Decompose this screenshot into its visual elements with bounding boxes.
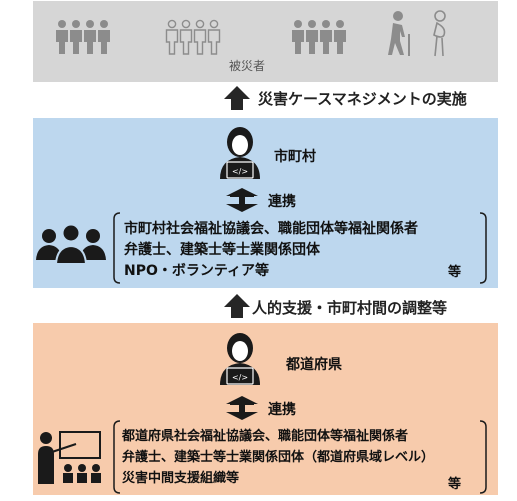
case-management-label: 災害ケースマネジメントの実施 <box>258 90 467 108</box>
up-arrow-icon <box>224 86 250 110</box>
municipality-list-item: 市町村社会福祉協議会、職能団体等福祉関係者 <box>124 221 418 237</box>
family-group-icon <box>292 20 346 54</box>
prefecture-list-item: 都道府県社会福祉協議会、職能団体等福祉関係者 <box>122 429 409 444</box>
prefecture-band <box>33 323 498 495</box>
prefecture-list-item: 弁護士、建築士等士業関係団体（都道府県域レベル） <box>122 450 435 465</box>
bidirectional-arrow-icon <box>226 188 258 212</box>
teacher-whiteboard-icon <box>38 431 101 484</box>
pregnant-woman-icon <box>433 10 446 57</box>
prefecture-label: 都道府県 <box>286 357 342 373</box>
family-group-icon <box>56 20 110 54</box>
personnel-support-label: 人的支援・市町村間の調整等 <box>252 299 448 317</box>
up-arrow-icon <box>224 294 250 318</box>
svg-text:</>: </> <box>232 167 248 176</box>
municipality-list-item: 弁護士、建築士等士業関係団体 <box>124 242 320 258</box>
prefecture-list-item: 災害中間支援組織等 <box>122 471 240 486</box>
prefecture-bracket <box>113 420 487 494</box>
municipality-bracket <box>113 212 487 284</box>
prefecture-link-label: 連携 <box>268 402 296 418</box>
elderly-person-icon <box>388 11 410 56</box>
person-laptop-icon: </> <box>220 333 260 385</box>
bidirectional-arrow-icon <box>226 396 258 420</box>
municipality-list-item: NPO・ボランティア等 <box>124 263 270 279</box>
svg-text:</>: </> <box>232 373 248 382</box>
family-group-outline-icon <box>165 19 221 55</box>
municipality-band <box>33 118 498 288</box>
victims-icons <box>56 10 446 57</box>
municipality-etc-label: 等 <box>448 265 462 280</box>
group-people-icon <box>36 225 106 265</box>
municipality-link-label: 連携 <box>268 194 296 210</box>
municipality-label: 市町村 <box>274 149 316 165</box>
victims-label: 被災者 <box>229 59 266 73</box>
prefecture-etc-label: 等 <box>448 477 462 492</box>
person-laptop-icon: </> <box>220 127 260 179</box>
victims-band <box>33 1 498 82</box>
